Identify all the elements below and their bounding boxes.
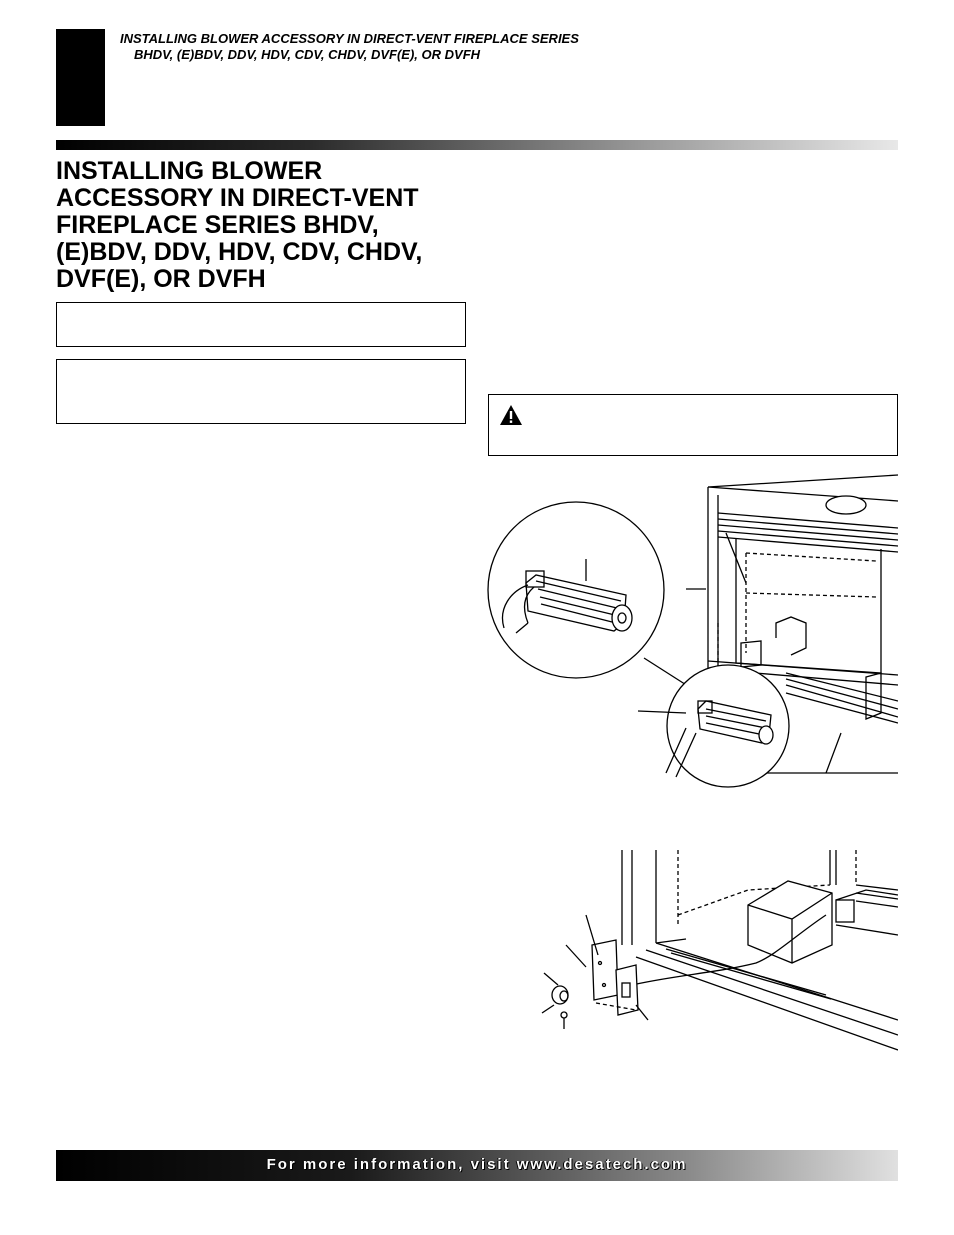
running-header-line2: BHDV, (E)BDV, DDV, HDV, CDV, CHDV, DVF(E… [134,47,481,62]
warning-box [488,394,898,456]
footer-text: For more information, visit www.desatech… [266,1156,688,1173]
warning-triangle-icon [500,405,522,425]
notice-box-1 [56,302,466,347]
chapter-tab [56,29,105,126]
footer-banner: For more information, visit www.desatech… [56,1150,898,1181]
running-header-line1: INSTALLING BLOWER ACCESSORY IN DIRECT-VE… [120,31,579,46]
switch-mounting-figure [541,850,898,1051]
running-header: INSTALLING BLOWER ACCESSORY IN DIRECT-VE… [120,31,579,63]
blower-installation-figure [487,474,898,788]
section-title: INSTALLING BLOWER ACCESSORY IN DIRECT-VE… [56,157,423,293]
header-rule [56,140,898,150]
notice-box-2 [56,359,466,424]
